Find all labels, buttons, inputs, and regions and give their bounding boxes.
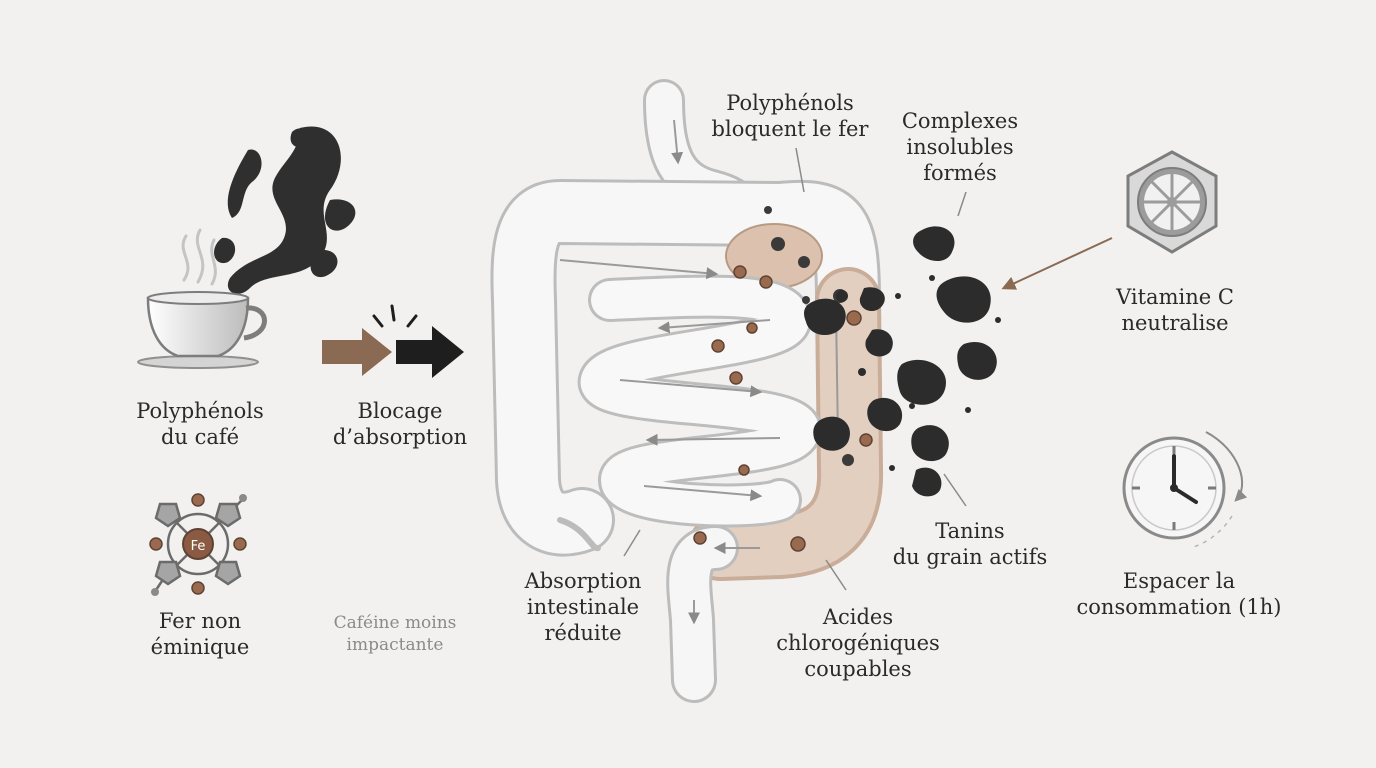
digestive-tract-illustration — [490, 79, 884, 703]
pointer-line — [957, 191, 967, 217]
label-chlorogenic-acids: Acides chlorogéniques coupables — [776, 605, 940, 681]
arrow-icon — [322, 304, 464, 378]
label-tannins: Tanins du grain actifs — [892, 519, 1048, 569]
clock-icon — [1122, 431, 1248, 549]
label-absorption-block: Blocage d’absorption — [332, 399, 468, 449]
label-vitamin-c: Vitamine C neutralise — [1116, 285, 1234, 335]
pointer-line — [795, 147, 805, 193]
label-intestinal-absorption: Absorption intestinale réduite — [524, 569, 642, 645]
insoluble-complexes-illustration — [804, 226, 1001, 497]
pointer-line — [825, 559, 847, 591]
steam-icon — [181, 228, 217, 286]
label-polyphenols-coffee: Polyphénols du café — [136, 399, 264, 449]
label-polyphenols-block-iron: Polyphénols bloquent le fer — [711, 91, 869, 141]
pointer-line — [943, 473, 967, 507]
fe-symbol: Fe — [191, 539, 206, 554]
label-insoluble-complexes: Complexes insolubles formés — [901, 109, 1019, 185]
label-non-heme-iron: Fer non éminique — [150, 609, 250, 659]
coffee-cup-icon — [137, 291, 267, 369]
iron-molecule-icon — [149, 493, 247, 596]
label-spacing: Espacer la consommation (1h) — [1076, 569, 1282, 619]
smoke-icon — [214, 126, 356, 294]
label-caffeine-less: Caféine moins impactante — [333, 613, 457, 655]
citrus-hexagon-icon — [1126, 150, 1218, 254]
vitamin-c-arrow — [1001, 237, 1113, 290]
pointer-line — [623, 529, 641, 557]
